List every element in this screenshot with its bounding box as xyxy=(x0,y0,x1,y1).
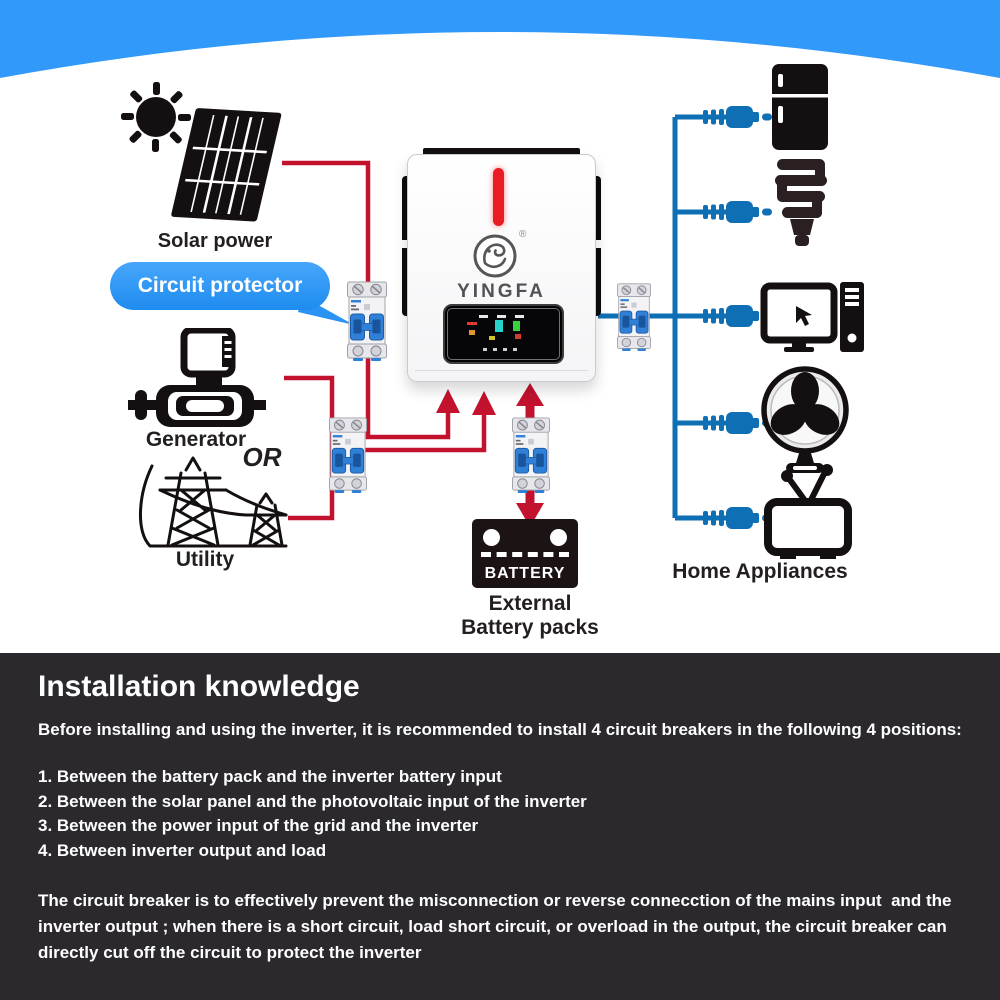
inverter-display xyxy=(443,304,564,364)
fridge-icon xyxy=(772,64,828,150)
battery-terminal xyxy=(550,529,567,546)
fan-icon xyxy=(761,366,849,473)
breaker-position-item: 3. Between the power input of the grid a… xyxy=(38,816,479,835)
plug-icon xyxy=(703,106,772,128)
battery-icon: BATTERY xyxy=(472,519,578,588)
solar-power-label: Solar power xyxy=(157,230,273,252)
generator-label: Generator xyxy=(145,428,247,451)
circuit-protector-bubble: Circuit protector xyxy=(110,262,330,310)
brand-logo-icon xyxy=(473,234,517,278)
breaker-positions-list: 1. Between the battery pack and the inve… xyxy=(38,765,962,863)
battery-terminal xyxy=(483,529,500,546)
arrow-down-icon xyxy=(516,503,544,527)
plug-icon xyxy=(703,412,772,434)
breaker-position-item: 1. Between the battery pack and the inve… xyxy=(38,767,502,786)
utility-label: Utility xyxy=(175,548,235,571)
circuit-protector-label: Circuit protector xyxy=(137,274,303,297)
solar-panel-icon xyxy=(171,108,282,222)
arrow-up-icon xyxy=(436,389,460,413)
arrow-up-icon xyxy=(516,383,544,406)
sun-icon xyxy=(121,82,191,152)
mounting-bracket xyxy=(423,148,580,158)
or-label: OR xyxy=(242,442,282,472)
registered-mark: ® xyxy=(519,229,527,240)
led-strip-icon xyxy=(493,168,504,226)
brand-name: YINGFA xyxy=(457,281,546,302)
utility-icon xyxy=(139,456,288,548)
section-title: Installation knowledge xyxy=(38,670,360,703)
inverter: ® YINGFA xyxy=(402,146,601,388)
note-text: The circuit breaker is to effectively pr… xyxy=(38,891,957,962)
header-band xyxy=(0,0,1000,78)
bulb-icon xyxy=(775,159,827,246)
home-appliances-label: Home Appliances xyxy=(672,560,848,583)
tv-icon xyxy=(764,464,852,559)
wiring-layer xyxy=(282,106,772,529)
circuit-breaker-icon xyxy=(344,281,390,361)
breaker-position-item: 4. Between inverter output and load xyxy=(38,840,327,860)
external-battery-caption-line1: External xyxy=(488,592,572,615)
solar-wire-red xyxy=(282,160,451,440)
panel-seam xyxy=(415,370,588,371)
intro-text: Before installing and using the inverter… xyxy=(38,720,962,739)
arrow-up-icon xyxy=(472,391,496,415)
generator-icon xyxy=(128,328,266,427)
external-battery-caption-line2: Battery packs xyxy=(461,616,599,639)
battery-label: BATTERY xyxy=(484,565,566,582)
circuit-breaker-icon xyxy=(509,417,553,493)
battery-dash-line xyxy=(481,552,569,557)
grid-output-wire-red xyxy=(350,414,487,453)
plug-icon xyxy=(703,201,772,223)
circuit-breaker-icon xyxy=(613,283,655,351)
breaker-position-item: 2. Between the solar panel and the photo… xyxy=(38,791,587,811)
circuit-breaker-icon xyxy=(326,417,370,493)
installation-knowledge-section: Installation knowledge Before installing… xyxy=(0,653,1000,1000)
computer-icon xyxy=(760,282,864,352)
